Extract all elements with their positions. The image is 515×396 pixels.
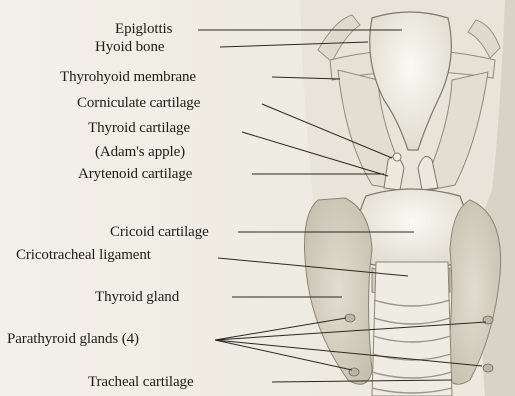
parathyroid-gland-1 <box>345 314 355 322</box>
label-thyrohyoid-membrane: Thyrohyoid membrane <box>60 69 196 86</box>
label-arytenoid-cartilage: Arytenoid cartilage <box>78 166 192 183</box>
label-parathyroid-glands: Parathyroid glands (4) <box>7 331 139 348</box>
corniculate-cartilage <box>393 153 401 161</box>
label-corniculate-cartilage: Corniculate cartilage <box>77 95 200 112</box>
label-thyroid-gland: Thyroid gland <box>95 289 179 306</box>
parathyroid-gland-4 <box>483 364 493 372</box>
label-cricotracheal-ligament: Cricotracheal ligament <box>16 247 151 264</box>
label-epiglottis: Epiglottis <box>115 21 172 38</box>
label-tracheal-cartilage: Tracheal cartilage <box>88 374 194 391</box>
label-hyoid-bone: Hyoid bone <box>95 39 164 56</box>
label-thyroid-cartilage: Thyroid cartilage <box>88 120 190 137</box>
label-cricoid-cartilage: Cricoid cartilage <box>110 224 209 241</box>
label-adams-apple: (Adam's apple) <box>95 144 185 161</box>
parathyroid-gland-2 <box>483 316 493 324</box>
